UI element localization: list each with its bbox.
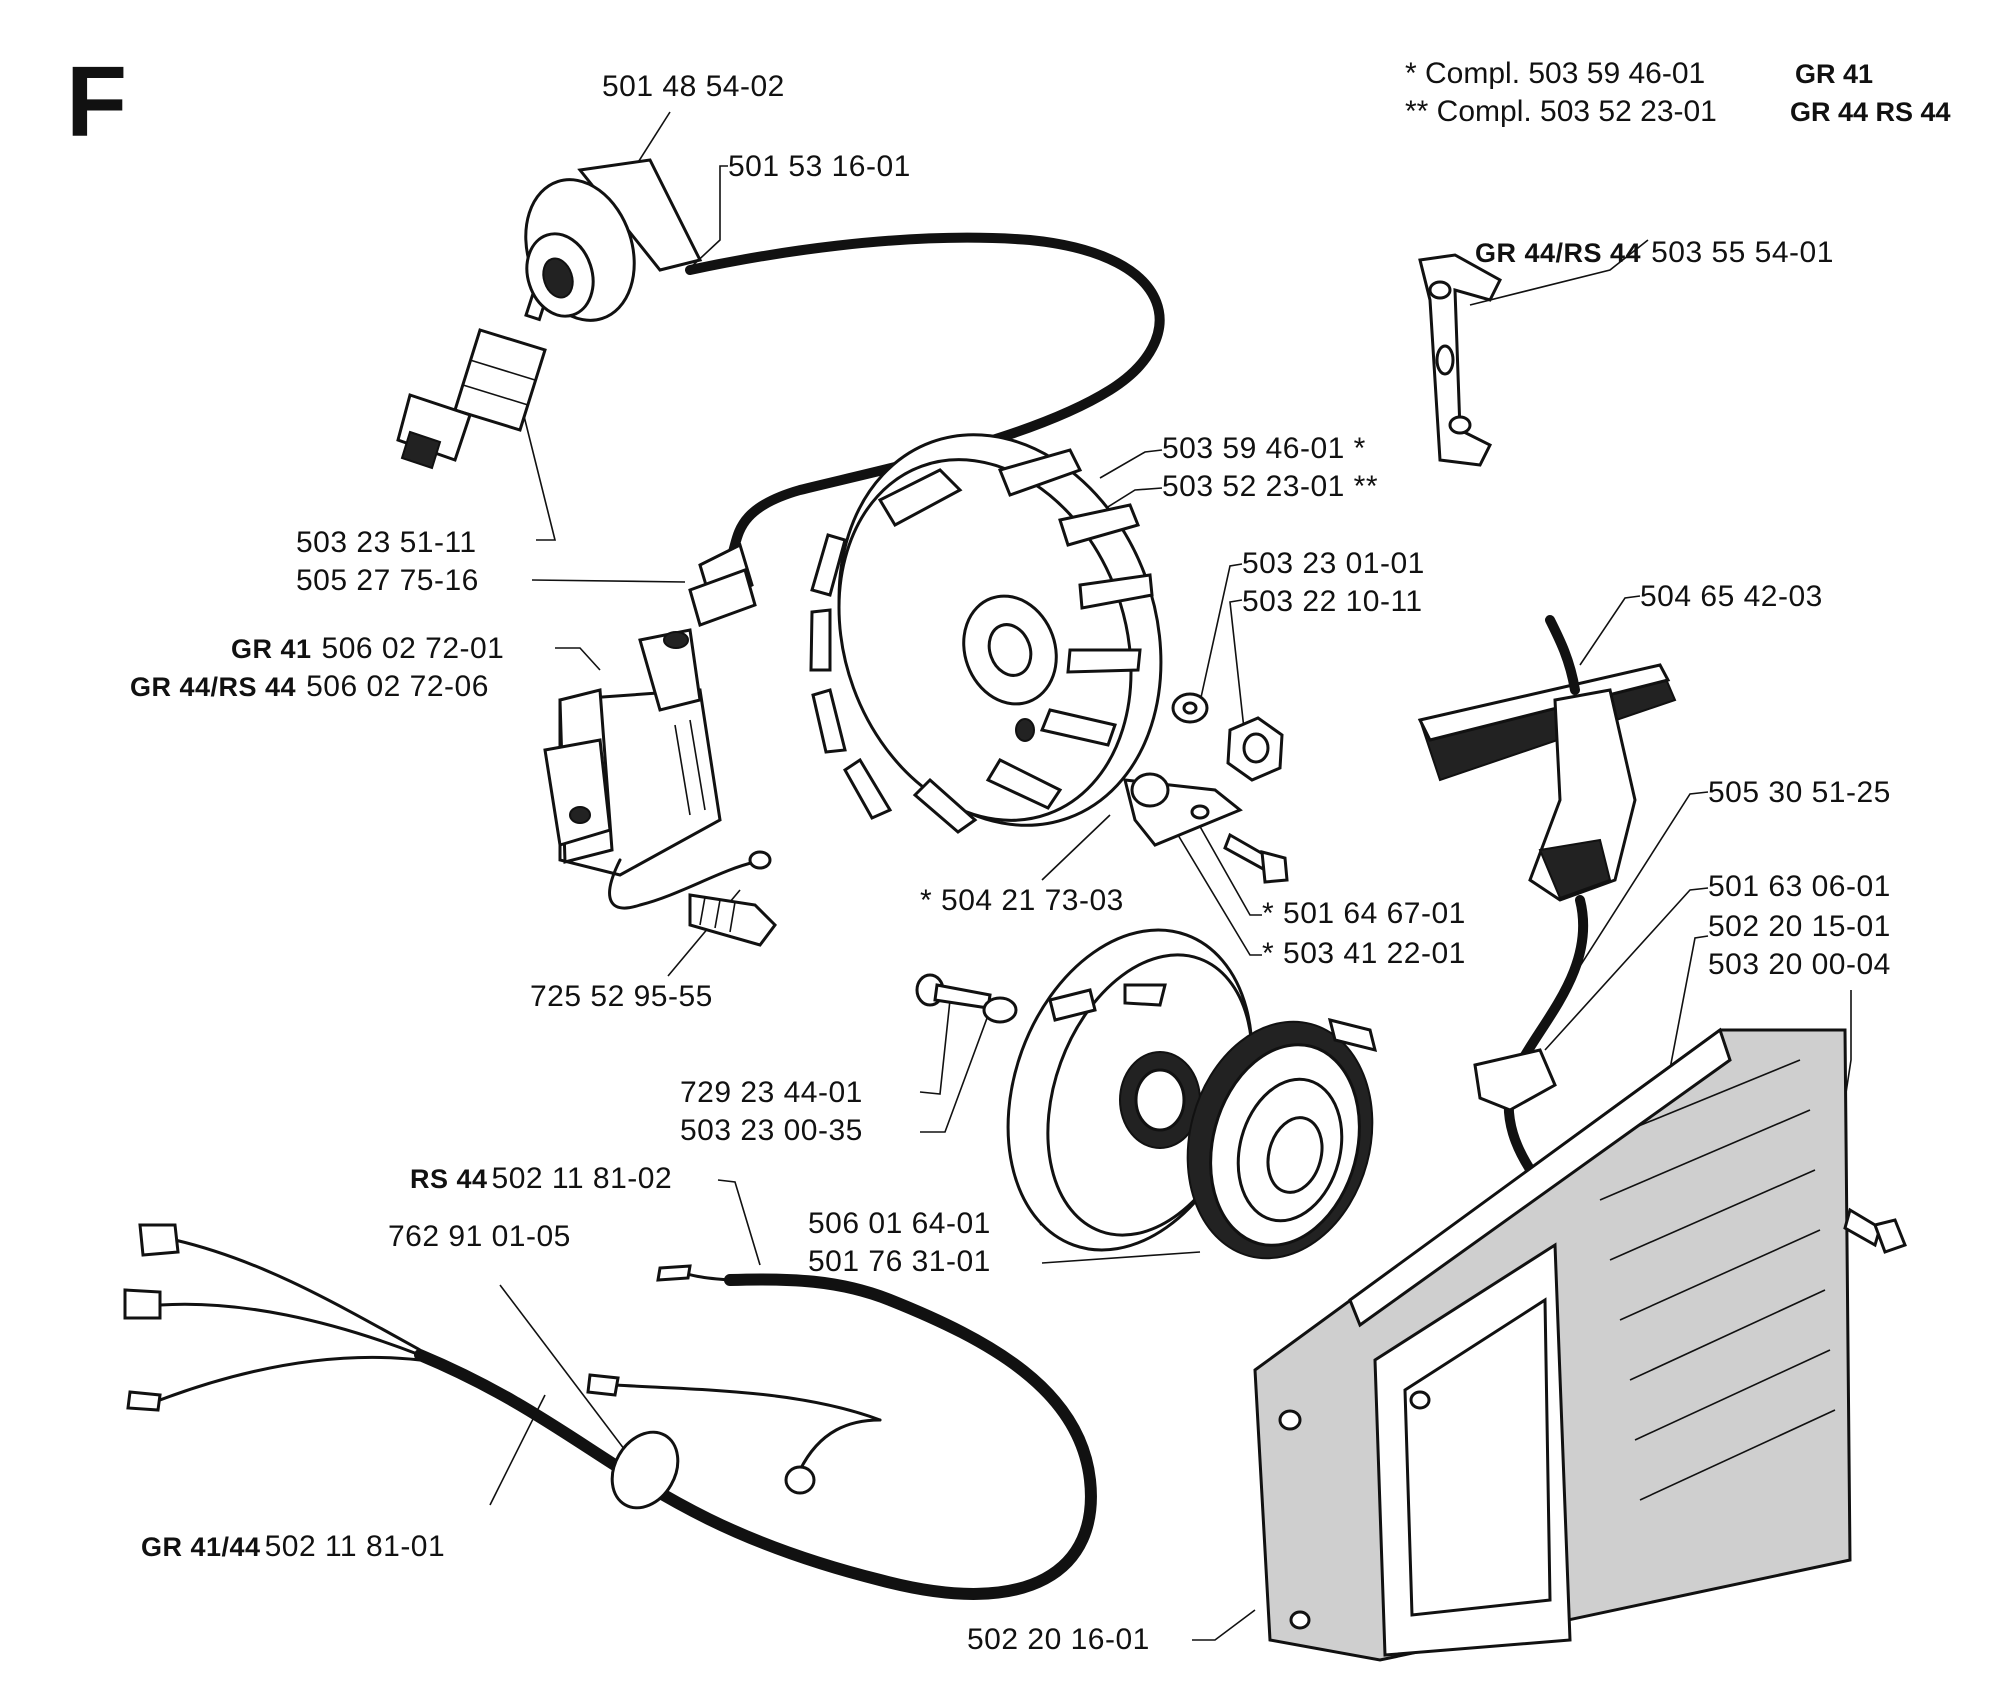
label-clip: 762 91 01-05: [388, 1220, 571, 1253]
label-eyelet: 501 63 06-01: [1708, 870, 1891, 903]
label-spring-pawl: * 503 41 22-01: [1262, 937, 1466, 970]
label-flywheel-2: 503 52 23-01 **: [1162, 470, 1379, 503]
note-2-models: GR 44 RS 44: [1790, 97, 1951, 127]
center-washer: [982, 996, 1018, 1024]
note-2-text: ** Compl. 503 52 23-01: [1405, 95, 1717, 128]
section-letter: F: [66, 46, 128, 158]
note-compl-1: * Compl. 503 59 46-01 GR 41: [1405, 56, 1873, 92]
label-screw-pawl: * 501 64 67-01: [1262, 897, 1466, 930]
label-center-screw: 729 23 44-01: [680, 1076, 863, 1109]
label-starter-2: 503 20 00-04: [1708, 948, 1891, 981]
ht-lead-wire: [685, 232, 1165, 565]
label-pulley: 506 01 64-01: [808, 1207, 991, 1240]
note-1-models: GR 41: [1795, 59, 1874, 89]
label-coupler: 505 27 75-16: [296, 564, 479, 597]
spark-plug: [396, 286, 550, 470]
flywheel: [809, 433, 1163, 834]
center-screw: [915, 973, 992, 1010]
label-ht-lead: 501 53 16-01: [728, 150, 911, 183]
spring-piece: [1418, 253, 1502, 467]
note-1-text: * Compl. 503 59 46-01: [1405, 57, 1706, 90]
label-nut: 503 22 10-11: [1242, 585, 1423, 618]
starter-handle: [1417, 663, 1677, 902]
pawl-screw: [1223, 832, 1289, 884]
label-flywheel-1: 503 59 46-01 *: [1162, 432, 1366, 465]
note-compl-2: ** Compl. 503 52 23-01 GR 44 RS 44: [1405, 94, 1951, 130]
label-center-washer: 503 23 00-35: [680, 1114, 863, 1147]
label-cap: 501 48 54-02: [602, 70, 785, 103]
cover-screw: [1843, 1207, 1907, 1254]
washer-hole: [1182, 701, 1198, 715]
rope-top: [1545, 615, 1580, 695]
harness-clip: [610, 1430, 680, 1510]
starter-cover: [1253, 1027, 1852, 1662]
ignition-coil: [543, 628, 722, 877]
label-cover: 502 20 16-01: [967, 1623, 1150, 1656]
coil-eyelet: [748, 850, 772, 870]
nut: [1226, 716, 1284, 782]
label-pawl: * 504 21 73-03: [920, 884, 1124, 917]
pawl: [1123, 772, 1243, 847]
label-plug: 503 23 51-11: [296, 526, 477, 559]
label-rope: 505 30 51-25: [1708, 776, 1891, 809]
label-washer: 503 23 01-01: [1242, 547, 1425, 580]
label-coil-screw: 725 52 95-55: [530, 980, 713, 1013]
label-starter-1: 502 20 15-01: [1708, 910, 1891, 943]
coil-ground-wire: [608, 858, 757, 910]
coil-screw: [688, 893, 777, 947]
label-handle: 504 65 42-03: [1640, 580, 1823, 613]
plug-cap: [524, 158, 703, 322]
wire-coupler: [688, 542, 757, 627]
recoil-spring: [1186, 1017, 1378, 1260]
rope-eyelet: [1473, 1048, 1557, 1112]
label-recoil-spring: 501 76 31-01: [808, 1245, 991, 1278]
